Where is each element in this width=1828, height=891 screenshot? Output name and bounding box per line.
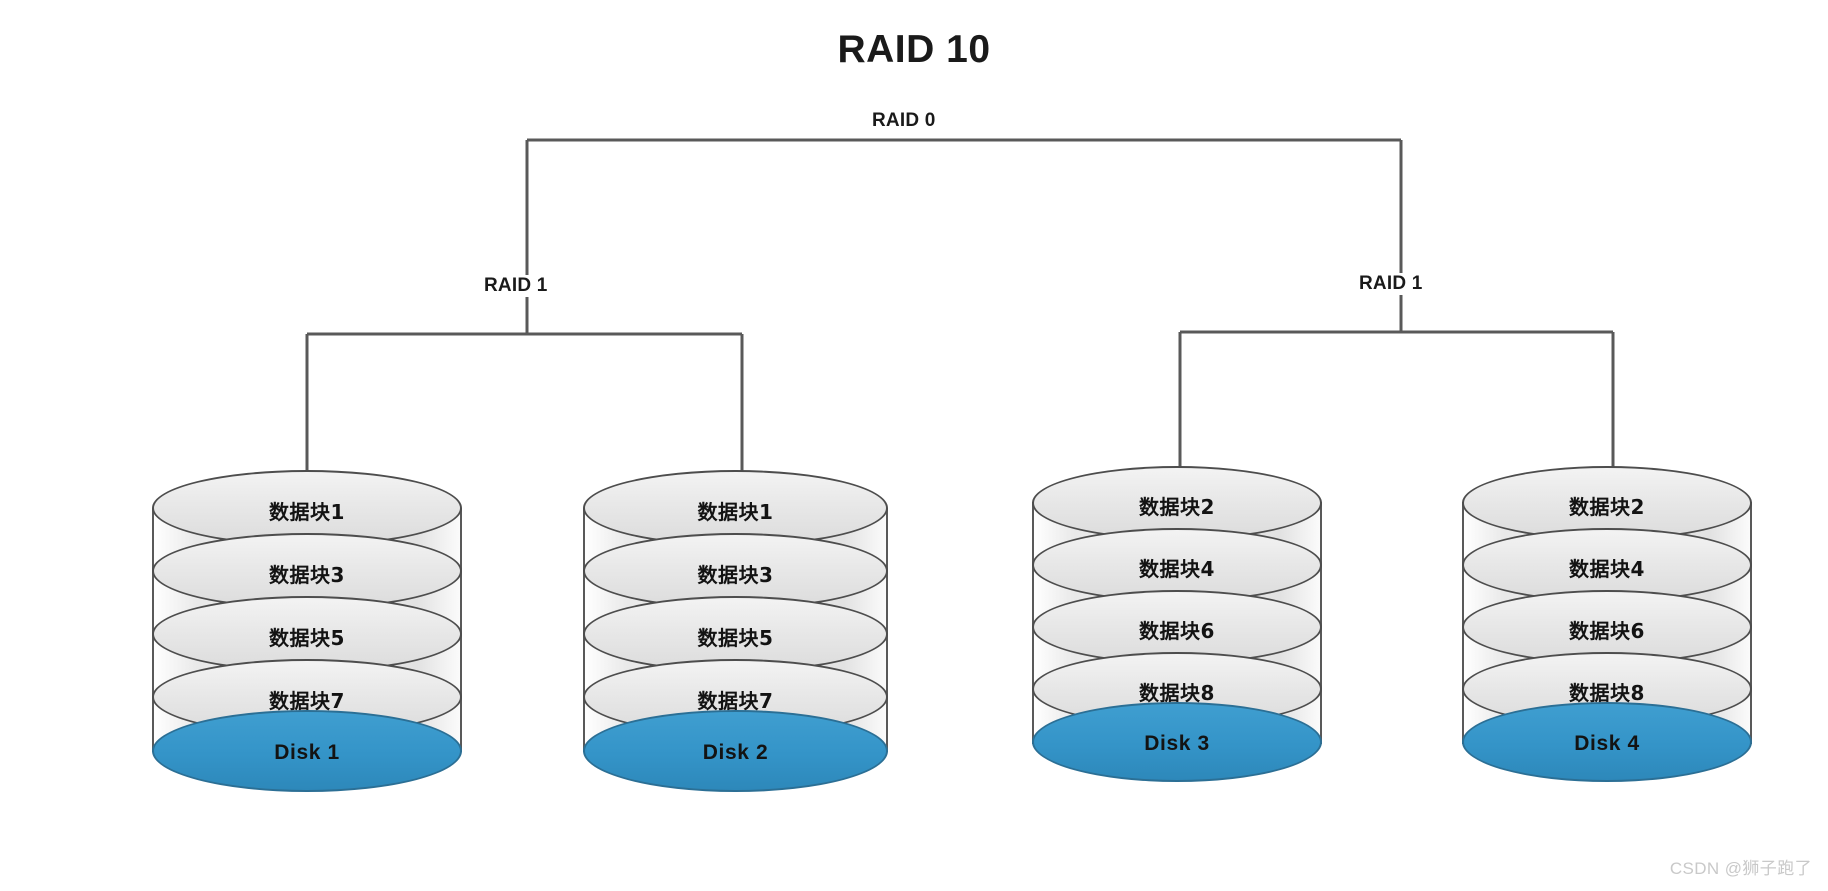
disk-name: Disk 2 bbox=[702, 741, 769, 764]
raid0-label: RAID 0 bbox=[868, 110, 940, 132]
platter-label: 数据块4 bbox=[1139, 556, 1215, 581]
platter-label: 数据块2 bbox=[1139, 494, 1215, 519]
platter-label: 数据块7 bbox=[269, 688, 345, 713]
disk-base-label: Disk 2 bbox=[583, 710, 888, 792]
platter-label: 数据块5 bbox=[269, 625, 345, 650]
disk-base-label: Disk 1 bbox=[152, 710, 462, 792]
platter-label: 数据块1 bbox=[697, 499, 774, 524]
watermark: CSDN @狮子跑了 bbox=[1669, 859, 1812, 878]
disk-cylinder-3[interactable]: 数据块2 数据块4 数据块6 数据块8 Disk 3 bbox=[1032, 466, 1322, 782]
disk-name: Disk 3 bbox=[1144, 732, 1210, 755]
platter-label: 数据块2 bbox=[1569, 494, 1645, 519]
disk-name: Disk 4 bbox=[1574, 732, 1640, 755]
raid1-right-label: RAID 1 bbox=[1355, 273, 1427, 295]
disk-name: Disk 1 bbox=[274, 741, 340, 764]
disk-base-label: Disk 3 bbox=[1032, 702, 1322, 782]
platter-label: 数据块6 bbox=[1569, 618, 1645, 643]
platter-label: 数据块8 bbox=[1569, 680, 1645, 705]
disk-base-label: Disk 4 bbox=[1462, 702, 1752, 782]
platter-label: 数据块4 bbox=[1569, 556, 1645, 581]
disk-cylinder-1[interactable]: 数据块1 数据块3 数据块5 数据块7 Disk 1 bbox=[152, 470, 462, 792]
platter-label: 数据块7 bbox=[697, 688, 774, 713]
platter-label: 数据块8 bbox=[1139, 680, 1215, 705]
platter-label: 数据块6 bbox=[1139, 618, 1215, 643]
platter-label: 数据块5 bbox=[697, 625, 774, 650]
platter-block: 数据块4 bbox=[1462, 528, 1752, 602]
page-title: RAID 10 bbox=[837, 28, 991, 71]
platter-label: 数据块1 bbox=[269, 499, 345, 524]
disk-cylinder-4[interactable]: 数据块2 数据块4 数据块6 数据块8 Disk 4 bbox=[1462, 466, 1752, 782]
platter-label: 数据块3 bbox=[697, 562, 774, 587]
raid1-left-label: RAID 1 bbox=[480, 275, 552, 297]
platter-label: 数据块3 bbox=[269, 562, 345, 587]
disk-cylinder-2[interactable]: 数据块1 数据块3 数据块5 数据块7 Disk 2 bbox=[583, 470, 888, 792]
